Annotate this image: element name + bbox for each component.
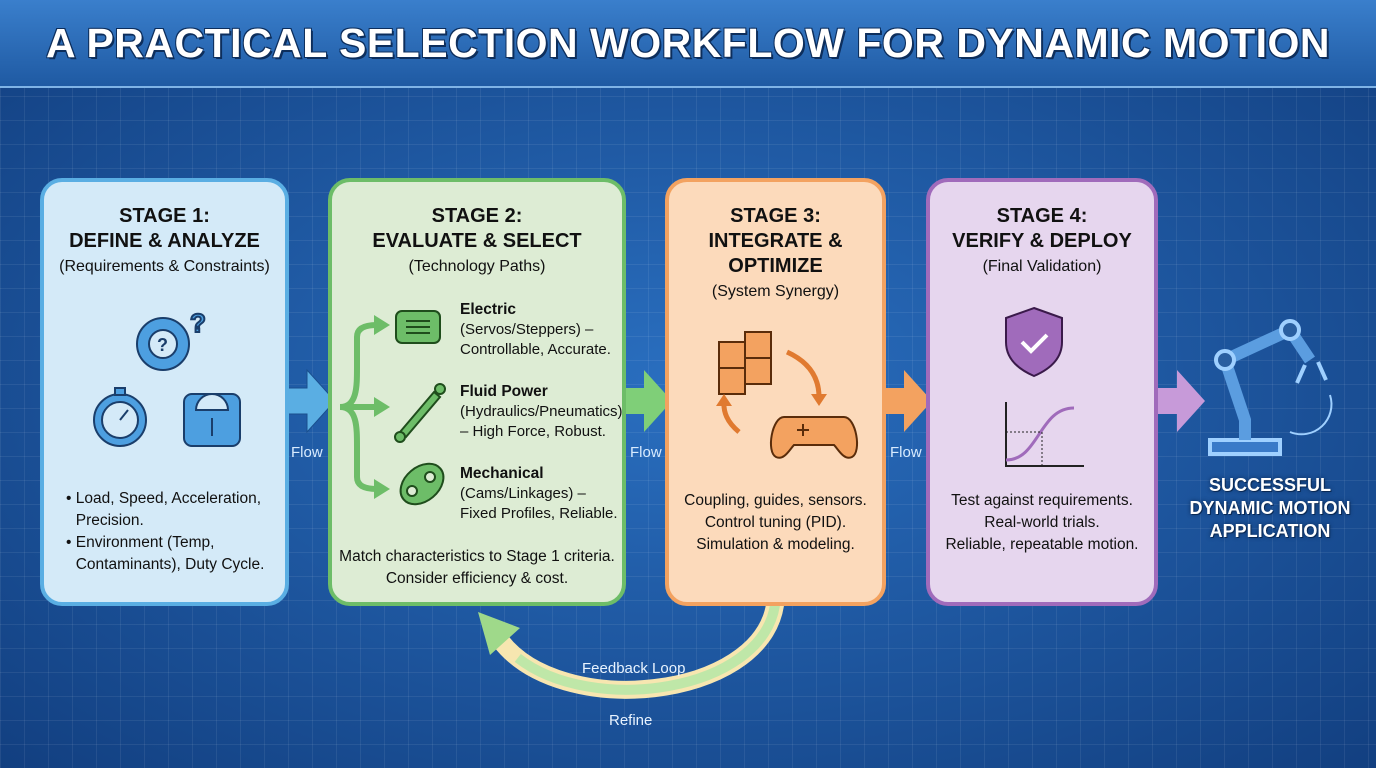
stopwatch-icon	[93, 387, 147, 447]
stage-2-notes: Match characteristics to Stage 1 criteri…	[332, 546, 622, 590]
stage-subtitle: (Final Validation)	[982, 258, 1102, 275]
stage-4-icons	[1005, 306, 1084, 467]
detail-line: Test against requirements.	[951, 492, 1133, 509]
flow-arrow-4	[1155, 370, 1205, 432]
result-line: APPLICATION	[1209, 521, 1331, 541]
stage-4-lines: Test against requirements. Real-world tri…	[930, 490, 1154, 556]
tech-path-electric: Electric (Servos/Steppers) – Controllable…	[460, 300, 625, 360]
svg-text:?: ?	[157, 335, 168, 355]
stage-subtitle: (Technology Paths)	[408, 258, 546, 275]
tech-detail: (Servos/Steppers) – Controllable, Accura…	[460, 321, 611, 358]
detail-line: Simulation & modeling.	[696, 536, 855, 553]
s-curve-graph-icon	[1005, 402, 1084, 467]
flow-label: Flow	[630, 444, 662, 461]
hydraulic-cylinder-icon	[394, 383, 446, 443]
gear-question-icon: ??	[136, 307, 207, 371]
tech-name: Mechanical	[460, 465, 544, 482]
gamepad-icon	[769, 416, 859, 459]
detail-line: Real-world trials.	[984, 514, 1100, 531]
stage-number: STAGE 1:	[119, 205, 210, 227]
cam-icon	[399, 462, 445, 506]
stage-1-card: STAGE 1: DEFINE & ANALYZE (Requirements &…	[40, 178, 289, 606]
flow-label: Flow	[291, 444, 323, 461]
tech-detail: (Cams/Linkages) – Fixed Profiles, Reliab…	[460, 485, 618, 522]
stage-3-lines: Coupling, guides, sensors. Control tuning…	[669, 490, 882, 556]
tech-name: Electric	[460, 301, 517, 318]
stage-title: DEFINE & ANALYZE	[69, 230, 260, 252]
tech-name: Fluid Power	[460, 383, 548, 400]
page-title: A PRACTICAL SELECTION WORKFLOW FOR DYNAM…	[45, 19, 1331, 66]
bullet-item: Load, Speed, Acceleration, Precision.	[75, 490, 262, 529]
puzzle-icon	[718, 331, 772, 395]
stage-number: STAGE 4:	[996, 205, 1088, 227]
stage-1-bullets: • Load, Speed, Acceleration, Precision. …	[66, 488, 275, 576]
tech-path-mechanical: Mechanical (Cams/Linkages) – Fixed Profil…	[460, 464, 625, 524]
flow-arrow-3	[882, 370, 932, 432]
tech-detail: (Hydraulics/Pneumatics) – High Force, Ro…	[460, 403, 623, 440]
stage-subtitle: (System Synergy)	[711, 283, 840, 300]
bullet-item: Environment (Temp, Contaminants), Duty C…	[75, 534, 265, 573]
svg-text:?: ?	[190, 308, 206, 338]
branch-arrows	[339, 310, 446, 506]
stage-number: STAGE 3:	[730, 205, 821, 227]
stage-title: OPTIMIZE	[728, 255, 823, 277]
stage-3-card: STAGE 3: INTEGRATE & OPTIMIZE (System Syne…	[665, 178, 886, 606]
note-line: Match characteristics to Stage 1 criteri…	[339, 548, 615, 565]
robot-arm-icon	[1208, 319, 1333, 456]
feedback-loop-label: Feedback Loop	[582, 660, 686, 677]
scale-icon	[183, 393, 241, 447]
shield-check-icon	[1005, 306, 1063, 378]
result-label: SUCCESSFUL DYNAMIC MOTION APPLICATION	[1180, 474, 1360, 543]
stage-2-card: STAGE 2: EVALUATE & SELECT (Technology Pa…	[328, 178, 626, 606]
title-bar: A PRACTICAL SELECTION WORKFLOW FOR DYNAM…	[0, 0, 1376, 88]
tech-path-fluid-power: Fluid Power (Hydraulics/Pneumatics) – Hig…	[460, 382, 625, 442]
electric-motor-icon	[395, 310, 441, 344]
result-line: DYNAMIC MOTION	[1189, 498, 1351, 518]
detail-line: Control tuning (PID).	[704, 514, 847, 531]
refine-label: Refine	[609, 712, 653, 729]
stage-4-card: STAGE 4: VERIFY & DEPLOY (Final Validatio…	[926, 178, 1158, 606]
stage-1-icons: ??	[93, 307, 241, 447]
flow-arrow-2	[622, 370, 672, 432]
stage-3-icons	[716, 331, 859, 459]
feedback-arrowhead	[478, 612, 520, 655]
stage-title: VERIFY & DEPLOY	[952, 230, 1132, 252]
note-line: Consider efficiency & cost.	[385, 570, 569, 587]
stage-number: STAGE 2:	[431, 205, 523, 227]
detail-line: Coupling, guides, sensors.	[684, 492, 867, 509]
stage-title: EVALUATE & SELECT	[372, 230, 582, 252]
detail-line: Reliable, repeatable motion.	[945, 536, 1139, 553]
stage-title: INTEGRATE &	[708, 230, 843, 252]
result-line: SUCCESSFUL	[1208, 475, 1331, 495]
flow-label: Flow	[890, 444, 922, 461]
stage-subtitle: (Requirements & Constraints)	[59, 258, 270, 275]
